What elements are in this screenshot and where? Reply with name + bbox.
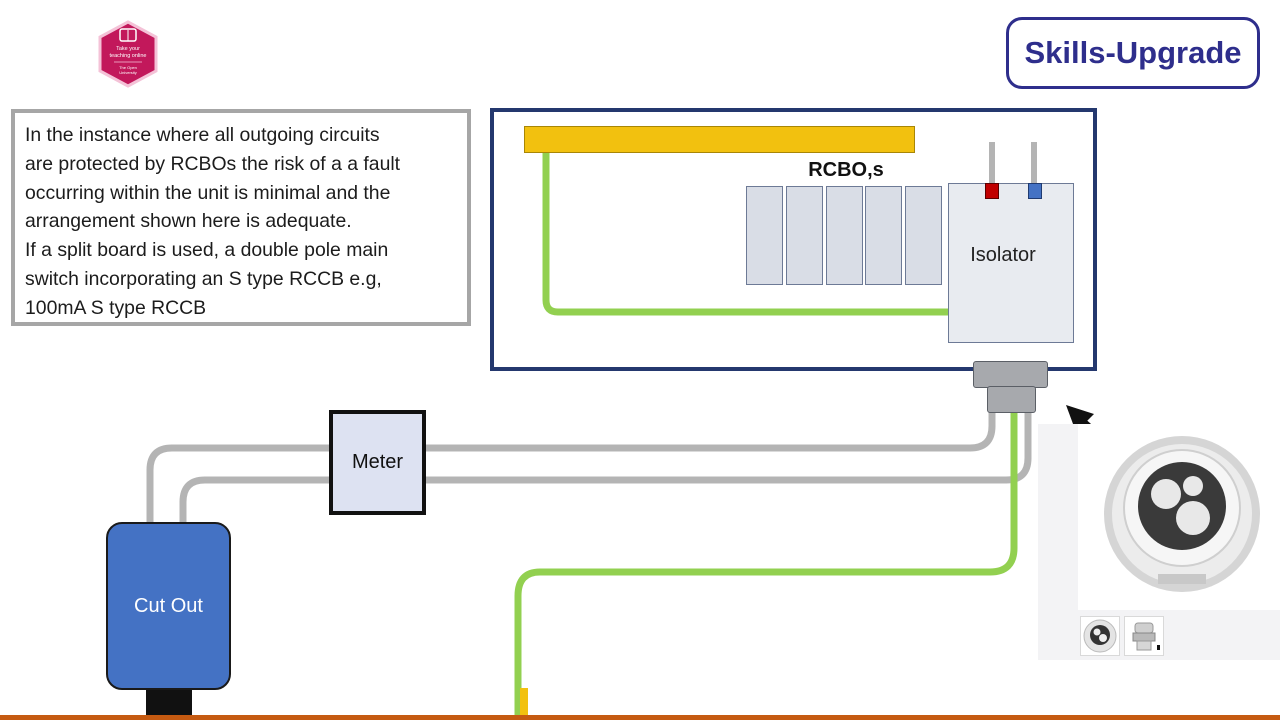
info-line: are protected by RCBOs the risk of a a f… — [25, 152, 401, 175]
bottom-accent-stripe — [0, 715, 1280, 720]
gland-front-thumb[interactable] — [1080, 616, 1120, 656]
earth-cable-end — [520, 688, 528, 715]
neutral-terminal — [1028, 183, 1042, 199]
info-line: In the instance where all outgoing circu… — [25, 124, 380, 146]
badge-line-1: Take your — [116, 46, 140, 52]
info-line: occurring within the unit is minimal and… — [25, 181, 391, 204]
info-line: arrangement shown here is adequate. — [25, 210, 352, 233]
rcbo-module — [826, 186, 863, 285]
skills-upgrade-logo: Skills-Upgrade — [1006, 17, 1260, 89]
teaching-online-badge: Take your teaching online The Open Unive… — [96, 20, 160, 88]
earth-cable-main — [514, 412, 1018, 715]
electricity-meter: Meter — [329, 410, 426, 515]
rcbo-module — [905, 186, 942, 285]
service-cut-out: Cut Out — [106, 522, 231, 690]
rcbo-label: RCBO,s — [808, 159, 884, 181]
cable-gland-lower — [987, 386, 1036, 413]
isolator-switch — [948, 183, 1074, 343]
earth-bar — [524, 126, 915, 153]
line-terminal — [985, 183, 999, 199]
meter-label: Meter — [351, 451, 404, 473]
badge-org-1: The Open — [119, 65, 137, 70]
cutout-label: Cut Out — [134, 594, 203, 617]
gland-side-thumb[interactable] — [1124, 616, 1164, 656]
badge-line-2: teaching online — [109, 53, 146, 59]
isolator-label: Isolator — [970, 244, 1036, 266]
info-line: 100mA S type RCCB — [25, 296, 207, 319]
info-line: If a split board is used, a double pole … — [25, 239, 389, 262]
badge-org-2: University — [119, 70, 137, 75]
tail-cable-lower — [179, 412, 1032, 524]
info-text-box: In the instance where all outgoing circu… — [11, 109, 471, 326]
cable-gland-photo — [1078, 424, 1280, 610]
rcbo-module — [746, 186, 783, 285]
rcbo-module — [865, 186, 902, 285]
cable-gland-icon — [1104, 436, 1260, 592]
rcbo-module — [786, 186, 823, 285]
tail-cable-upper — [146, 388, 996, 524]
info-line: switch incorporating an S type RCCB e.g, — [25, 267, 382, 290]
brand-label: Skills-Upgrade — [1024, 35, 1242, 70]
cut-out-supply-cable — [146, 690, 192, 716]
cable-gland-upper — [973, 361, 1048, 388]
